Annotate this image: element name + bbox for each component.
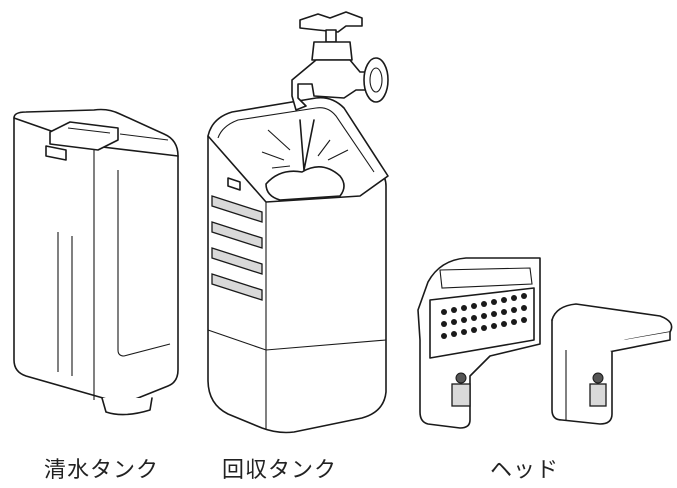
clean-tank-label: 清水タンク xyxy=(44,458,160,483)
head-cover-icon xyxy=(551,303,673,425)
head-label: ヘッド xyxy=(490,458,560,483)
dirty-tank-label: 回収タンク xyxy=(222,458,338,483)
head-icon xyxy=(417,257,541,429)
faucet-icon xyxy=(291,11,389,111)
dirty-water-tank-icon xyxy=(207,96,389,434)
clean-water-tank-icon xyxy=(13,108,179,416)
